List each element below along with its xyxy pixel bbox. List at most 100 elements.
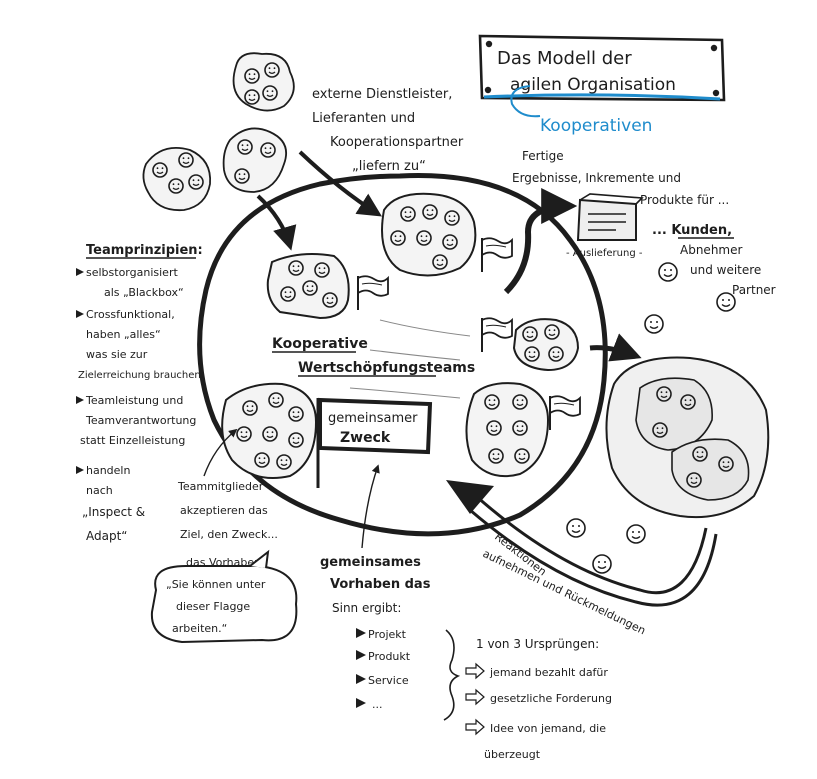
delivery-output: - Auslieferung - Fertige Ergebnisse, Ink… [503, 149, 729, 295]
bullet-triangle-icon [76, 466, 84, 474]
bullet-triangle-icon [356, 674, 366, 684]
svg-text:Vorhaben das: Vorhaben das [330, 577, 431, 592]
svg-text:Lieferanten und: Lieferanten und [312, 111, 415, 126]
svg-text:das Vorhaben.: das Vorhaben. [186, 556, 265, 569]
bullet-triangle-icon [76, 396, 84, 404]
svg-text:Teamleistung und: Teamleistung und [85, 394, 183, 407]
svg-text:Projekt: Projekt [368, 628, 407, 641]
svg-text:Teammitglieder: Teammitglieder [177, 480, 264, 493]
svg-text:handeln: handeln [86, 464, 130, 477]
customers-label: ... Kunden, Abnehmer und weitere Partner [652, 223, 776, 297]
face-icon [592, 554, 612, 574]
svg-text:was sie zur: was sie zur [86, 348, 148, 361]
svg-text:akzeptieren das: akzeptieren das [180, 504, 268, 517]
svg-text:...: ... [372, 698, 383, 711]
svg-text:1 von 3 Ursprüngen:: 1 von 3 Ursprüngen: [476, 637, 599, 651]
svg-text:überzeugt: überzeugt [484, 748, 541, 761]
flag-icon [481, 317, 513, 353]
svg-text:„Sie können unter: „Sie können unter [166, 578, 266, 591]
svg-text:Crossfunktional,: Crossfunktional, [86, 308, 175, 321]
arrow-icon [589, 333, 642, 362]
face-icon [658, 262, 678, 282]
flag-icon [481, 237, 513, 273]
svg-text:„liefern zu“: „liefern zu“ [352, 159, 426, 174]
svg-text:Wertschöpfungsteams: Wertschöpfungsteams [298, 360, 475, 376]
team-left-bottom [221, 382, 318, 479]
svg-text:Produkte für ...: Produkte für ... [640, 193, 729, 207]
svg-text:Idee von jemand, die: Idee von jemand, die [490, 722, 606, 735]
svg-text:Sinn ergibt:: Sinn ergibt: [332, 601, 401, 615]
svg-text:Adapt“: Adapt“ [86, 529, 128, 543]
svg-text:arbeiten.“: arbeiten.“ [172, 622, 227, 635]
feedback-arrow [446, 480, 718, 607]
bullet-triangle-icon [356, 698, 366, 708]
svg-text:Kooperationspartner: Kooperationspartner [330, 135, 464, 150]
svg-text:Ziel, den Zweck...: Ziel, den Zweck... [180, 528, 278, 541]
external-groups [142, 52, 295, 212]
arrow-icon [361, 464, 380, 549]
svg-text:selbstorganisiert: selbstorganisiert [86, 266, 178, 279]
svg-text:dieser Flagge: dieser Flagge [176, 600, 250, 613]
svg-text:als „Blackbox“: als „Blackbox“ [104, 286, 184, 299]
face-icon [566, 518, 586, 538]
svg-text:Ergebnisse, Inkremente und: Ergebnisse, Inkremente und [512, 171, 681, 185]
bullet-triangle-icon [76, 268, 84, 276]
bullet-triangle-icon [356, 628, 366, 638]
bullet-triangle-icon [356, 650, 366, 660]
svg-text:externe Dienstleister,: externe Dienstleister, [312, 87, 452, 102]
svg-text:gemeinsames: gemeinsames [320, 555, 421, 570]
customer-organisation [605, 356, 770, 519]
svg-text:Zielerreichung brauchen: Zielerreichung brauchen [78, 370, 201, 381]
purpose-line2: Zweck [340, 430, 391, 446]
team-principles: Teamprinzipien: selbstorganisiert als „B… [76, 243, 203, 543]
purpose-flag: gemeinsamer Zweck [316, 397, 433, 488]
svg-text:Produkt: Produkt [368, 650, 411, 663]
svg-text:Kooperative: Kooperative [272, 336, 368, 352]
organisation-boundary [197, 173, 608, 537]
flag-icon [357, 275, 389, 311]
bullet-triangle-icon [76, 310, 84, 318]
origins: 1 von 3 Ursprüngen: jemand bezahlt dafür… [465, 637, 612, 761]
svg-text:Fertige: Fertige [522, 149, 564, 163]
team-left [266, 253, 389, 320]
svg-text:gesetzliche Forderung: gesetzliche Forderung [490, 692, 612, 705]
svg-text:Abnehmer: Abnehmer [680, 243, 742, 257]
svg-text:nach: nach [86, 484, 113, 497]
team-right-bottom [465, 382, 581, 478]
arrow-icon [298, 150, 383, 217]
arrow-icon [446, 480, 494, 514]
title-line1: Das Modell der [497, 48, 632, 69]
team-right-middle [481, 317, 580, 372]
svg-text:statt Einzelleistung: statt Einzelleistung [80, 434, 185, 447]
external-providers-label: externe Dienstleister, Lieferanten und K… [312, 87, 464, 174]
title-blue-annotation: Kooperativen [540, 116, 652, 136]
svg-text:„Inspect &: „Inspect & [82, 505, 145, 519]
delivery-box-label: - Auslieferung - [566, 248, 643, 259]
face-icon [626, 524, 646, 544]
hollow-arrow-icon [465, 718, 485, 736]
hollow-arrow-icon [465, 662, 485, 680]
svg-text:Partner: Partner [732, 283, 776, 297]
title-line2: agilen Organisation [510, 75, 676, 95]
inflow-arrows [256, 150, 383, 251]
svg-text:und weitere: und weitere [690, 263, 761, 277]
arrow-icon [256, 194, 297, 251]
team-top [381, 192, 513, 277]
svg-text:Teamverantwortung: Teamverantwortung [85, 414, 196, 427]
arrow-icon [203, 428, 238, 477]
arrow-icon [503, 188, 578, 295]
face-icon [644, 314, 664, 334]
center-label: Kooperative Wertschöpfungsteams [272, 319, 475, 399]
hollow-arrow-icon [465, 688, 485, 706]
speech-bubble: „Sie können unter dieser Flagge arbeiten… [150, 549, 298, 644]
purpose-line1: gemeinsamer [328, 411, 418, 426]
delivery-box-icon [576, 193, 644, 241]
flag-icon [549, 395, 581, 431]
svg-text:jemand bezahlt dafür: jemand bezahlt dafür [489, 666, 608, 679]
team-principles-heading: Teamprinzipien: [86, 243, 203, 258]
svg-text:Service: Service [368, 674, 409, 687]
svg-text:... Kunden,: ... Kunden, [652, 223, 732, 238]
svg-text:haben „alles“: haben „alles“ [86, 328, 161, 341]
